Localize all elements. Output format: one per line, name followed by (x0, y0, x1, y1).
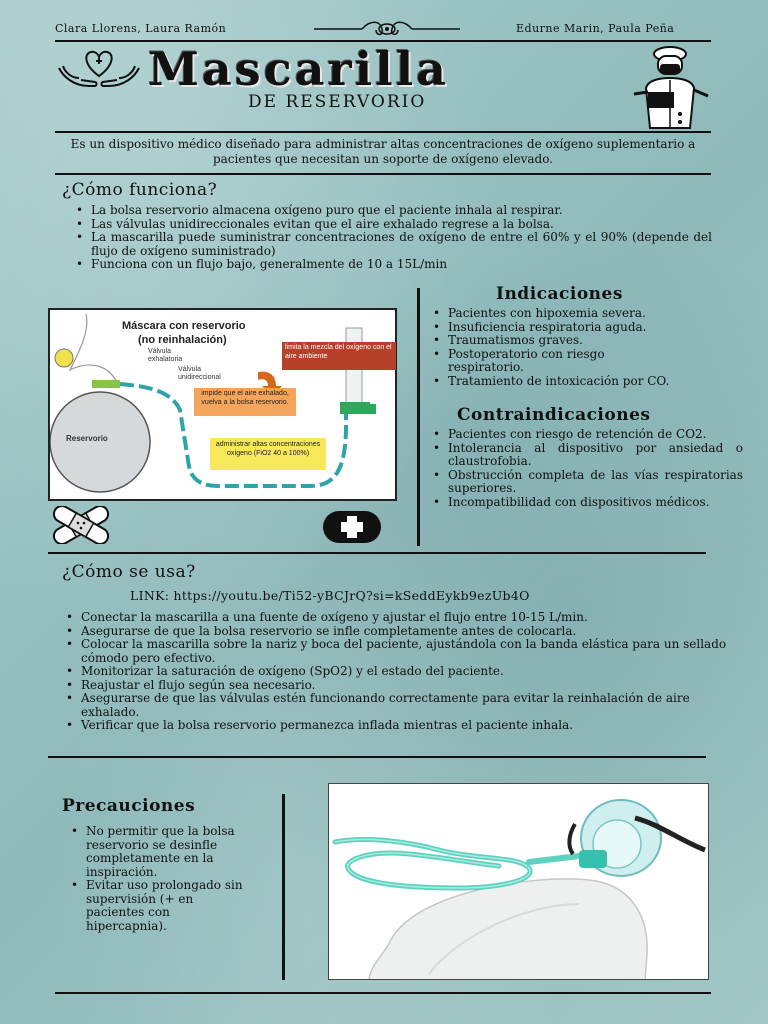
authors-left: Clara Llorens, Laura Ramón (55, 22, 227, 35)
list-item: Traumatismos graves. (429, 333, 739, 348)
list-item: Pacientes con riesgo de retención de CO2… (429, 427, 743, 442)
indicaciones-heading: Indicaciones (496, 284, 623, 304)
list-item: La mascarilla puede suministrar concentr… (72, 230, 712, 258)
hands-heart-icon (58, 50, 140, 87)
list-item: La bolsa reservorio almacena oxígeno pur… (72, 203, 712, 218)
label-reservorio: Reservorio (66, 434, 108, 443)
list-item: No permitir que la bolsa reservorio se d… (67, 824, 247, 879)
list-item: Asegurarse de que la bolsa reservorio se… (62, 624, 738, 639)
list-item: Pacientes con hipoxemia severa. (429, 306, 739, 321)
como-se-usa-list: Conectar la mascarilla a una fuente de o… (62, 610, 738, 733)
section-rule (48, 552, 706, 554)
list-item: Tratamiento de intoxicación por CO. (429, 374, 739, 389)
box-limita: limita la mezcla del oxígeno con el aire… (282, 342, 396, 370)
indicaciones-divider (417, 288, 420, 546)
como-funciona-list: La bolsa reservorio almacena oxígeno pur… (72, 203, 712, 272)
como-funciona-heading: ¿Cómo funciona? (62, 180, 218, 200)
list-item: Asegurarse de que las válvulas estén fun… (62, 691, 738, 719)
list-item: Conectar la mascarilla a una fuente de o… (62, 610, 702, 625)
box-administrar: administrar altas concentraciones oxígen… (210, 438, 326, 470)
intro-rule (55, 173, 711, 175)
list-item: Verificar que la bolsa reservorio perman… (62, 718, 738, 733)
list-item: Postoperatorio con riesgo respiratorio. (429, 347, 659, 375)
list-item: Colocar la mascarilla sobre la nariz y b… (62, 637, 738, 665)
video-link[interactable]: LINK: https://youtu.be/Ti52-yBCJrQ?si=kS… (130, 588, 530, 603)
list-item: Obstrucción completa de las vías respira… (429, 468, 743, 496)
indicaciones-list: Pacientes con hipoxemia severa. Insufici… (429, 306, 739, 389)
label-valvula-unidireccional: Válvula unidireccional (178, 366, 221, 381)
mask-photo (328, 783, 709, 980)
list-item: Insuficiencia respiratoria aguda. (429, 320, 739, 335)
list-item: Las válvulas unidireccionales evitan que… (72, 217, 712, 232)
bandage-icon (52, 506, 110, 544)
header-rule (55, 40, 711, 42)
como-se-usa-heading: ¿Cómo se usa? (62, 562, 196, 582)
authors-right: Edurne Marin, Paula Peña (516, 22, 675, 35)
list-item: Intolerancia al dispositivo por ansiedad… (429, 441, 743, 469)
medical-cross-icon (323, 511, 381, 543)
footer-rule (55, 992, 711, 994)
label-valvula-exhalatoria: Válvula exhalatoria (148, 348, 183, 363)
intro-text: Es un dispositivo médico diseñado para a… (70, 137, 696, 166)
list-item: Monitorizar la saturación de oxígeno (Sp… (62, 664, 738, 679)
title-rule (55, 131, 711, 133)
list-item: Funciona con un flujo bajo, generalmente… (72, 257, 712, 272)
reservoir-diagram: Máscara con reservorio (no reinhalación)… (48, 308, 397, 501)
box-impide: impide que el aire exhalado, vuelva a la… (194, 388, 296, 416)
flourish-ornament (314, 21, 460, 36)
precauciones-divider (282, 794, 285, 980)
list-item: Reajustar el flujo según sea necesario. (62, 678, 738, 693)
doctor-icon (633, 46, 709, 129)
list-item: Incompatibilidad con dispositivos médico… (429, 495, 743, 510)
contraindicaciones-list: Pacientes con riesgo de retención de CO2… (429, 427, 743, 510)
diagram-subtitle: (no reinhalación) (138, 334, 227, 346)
section-rule (48, 756, 706, 758)
page-subtitle: DE RESERVORIO (248, 92, 427, 112)
contraindicaciones-heading: Contraindicaciones (457, 405, 651, 425)
diagram-title: Máscara con reservorio (122, 320, 246, 332)
precauciones-heading: Precauciones (62, 796, 196, 816)
list-item: Evitar uso prolongado sin supervisión (+… (67, 878, 247, 933)
page-title: Mascarilla (148, 42, 449, 96)
precauciones-list: No permitir que la bolsa reservorio se d… (67, 824, 267, 933)
